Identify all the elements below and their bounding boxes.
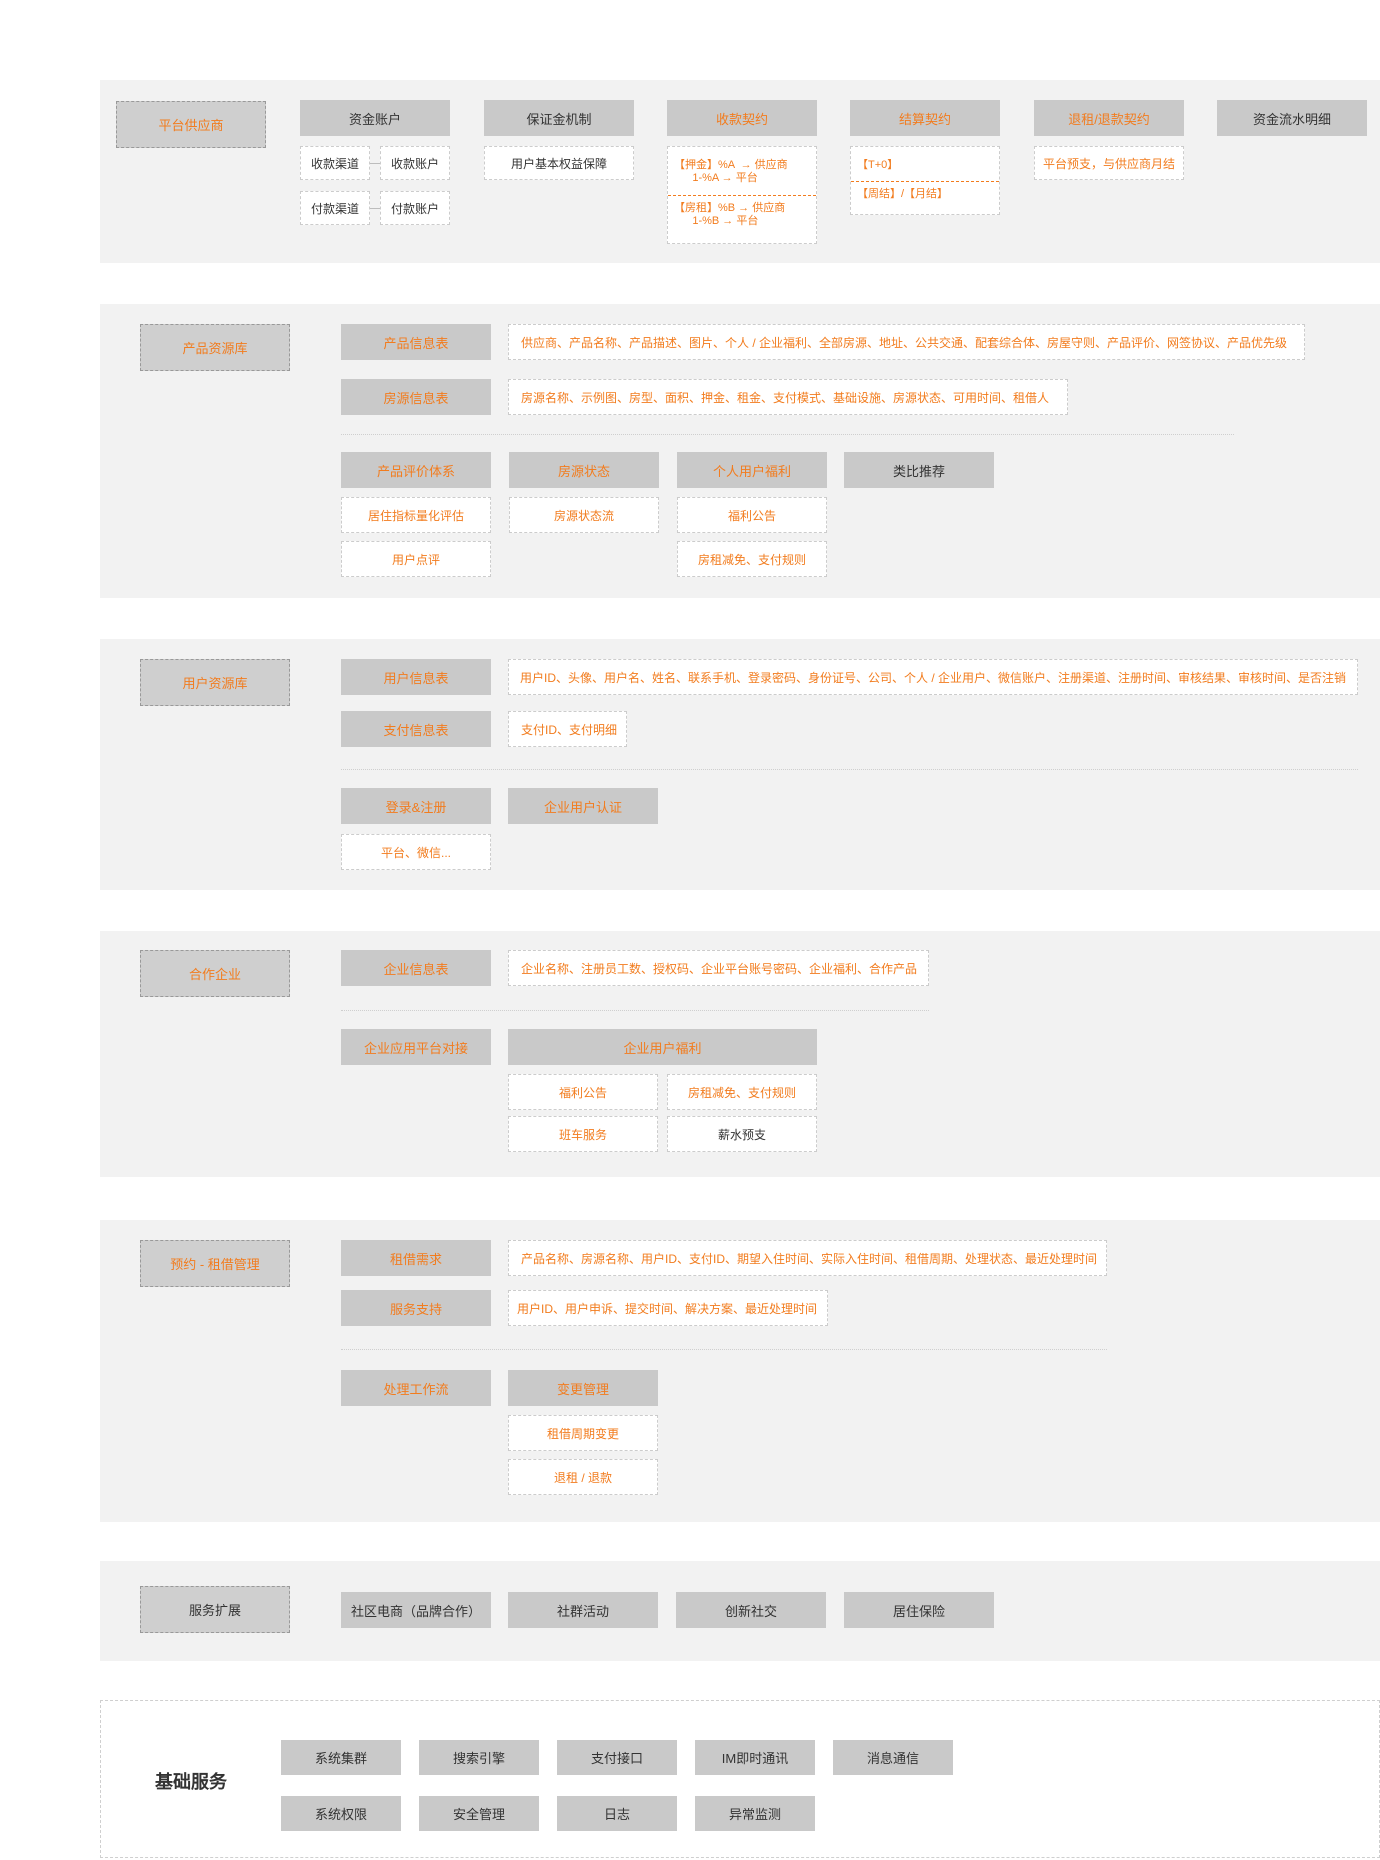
platform-supplier-label: 平台供应商 (116, 101, 266, 148)
user-info-fields: 用户ID、头像、用户名、姓名、联系手机、登录密码、身份证号、公司、个人 / 企业… (508, 659, 1358, 695)
divider (668, 195, 816, 196)
listing-status-module: 房源状态 (509, 452, 659, 488)
listing-info-fields: 房源名称、示例图、房型、面积、押金、租金、支付模式、基础设施、房源状态、可用时间… (508, 379, 1068, 415)
base-service-payment-api: 支付接口 (557, 1740, 677, 1775)
settlement-contract-detail: 【T+0】 【周结】/【月结】 (850, 146, 1000, 215)
user-review: 用户点评 (341, 541, 491, 577)
rental-period-change: 租借周期变更 (508, 1415, 658, 1451)
service-support-table: 服务支持 (341, 1290, 491, 1326)
enterprise-welfare-notice: 福利公告 (508, 1074, 658, 1110)
listing-status-flow: 房源状态流 (509, 497, 659, 533)
collection-contract-header: 收款契约 (667, 100, 817, 136)
base-service-search: 搜索引擎 (419, 1740, 539, 1775)
settlement-contract-header: 结算契约 (850, 100, 1000, 136)
settle-periodic: 【周结】/【月结】 (857, 188, 949, 200)
product-library-label: 产品资源库 (140, 324, 290, 371)
base-service-im: IM即时通讯 (695, 1740, 815, 1775)
connector-line (370, 208, 380, 209)
settle-t0: 【T+0】 (857, 159, 899, 171)
receive-account: 收款账户 (380, 146, 450, 180)
rent-reduction-rules: 房租减免、支付规则 (677, 541, 827, 577)
receive-channel: 收款渠道 (300, 146, 370, 180)
base-service-permissions: 系统权限 (281, 1796, 401, 1831)
salary-advance: 薪水预支 (667, 1116, 817, 1152)
user-info-table: 用户信息表 (341, 659, 491, 695)
refund-detail: 平台预支，与供应商月结 (1034, 146, 1184, 180)
workflow-module: 处理工作流 (341, 1370, 491, 1406)
listing-info-table: 房源信息表 (341, 379, 491, 415)
connector-line (370, 163, 380, 164)
product-eval-module: 产品评价体系 (341, 452, 491, 488)
base-services-title: 基础服务 (155, 1772, 227, 1792)
section-divider (341, 434, 1234, 435)
section-divider (341, 769, 1358, 770)
shuttle-service: 班车服务 (508, 1116, 658, 1152)
login-channels: 平台、微信... (341, 834, 491, 870)
change-management-module: 变更管理 (508, 1370, 658, 1406)
enterprise-platform-integration: 企业应用平台对接 (341, 1029, 491, 1065)
base-service-monitoring: 异常监测 (695, 1796, 815, 1831)
base-service-cluster: 系统集群 (281, 1740, 401, 1775)
payment-info-table: 支付信息表 (341, 711, 491, 747)
enterprise-welfare-module: 企业用户福利 (508, 1029, 817, 1065)
login-register-module: 登录&注册 (341, 788, 491, 824)
refund-contract-header: 退租/退款契约 (1034, 100, 1184, 136)
enterprise-info-fields: 企业名称、注册员工数、授权码、企业平台账号密码、企业福利、合作产品 (508, 950, 929, 986)
community-ecommerce: 社区电商（品牌合作） (341, 1592, 491, 1628)
fund-flow-header: 资金流水明细 (1217, 100, 1367, 136)
welfare-notice: 福利公告 (677, 497, 827, 533)
product-info-table: 产品信息表 (341, 324, 491, 360)
community-activities: 社群活动 (508, 1592, 658, 1628)
user-library-label: 用户资源库 (140, 659, 290, 706)
base-service-messaging: 消息通信 (833, 1740, 953, 1775)
base-services-panel (100, 1700, 1380, 1858)
collection-contract-detail: 【押金】%A → 供应商 1-%A → 平台 【房租】%B → 供应商 1-%B… (667, 146, 817, 244)
checkout-refund: 退租 / 退款 (508, 1459, 658, 1495)
payment-info-fields: 支付ID、支付明细 (508, 711, 627, 747)
product-info-fields: 供应商、产品名称、产品描述、图片、个人 / 企业福利、全部房源、地址、公共交通、… (508, 324, 1305, 360)
funds-account-header: 资金账户 (300, 100, 450, 136)
rental-demand-table: 租借需求 (341, 1240, 491, 1276)
enterprise-rent-rules: 房租减免、支付规则 (667, 1074, 817, 1110)
base-service-security: 安全管理 (419, 1796, 539, 1831)
rent-split: 【房租】%B → 供应商 1-%B → 平台 (674, 202, 786, 227)
enterprise-info-table: 企业信息表 (341, 950, 491, 986)
pay-channel: 付款渠道 (300, 191, 370, 225)
partner-enterprise-label: 合作企业 (140, 950, 290, 997)
base-service-logs: 日志 (557, 1796, 677, 1831)
living-index-eval: 居住指标量化评估 (341, 497, 491, 533)
section-divider (341, 1010, 929, 1011)
rental-demand-fields: 产品名称、房源名称、用户ID、支付ID、期望入住时间、实际入住时间、租借周期、处… (508, 1240, 1107, 1276)
deposit-mechanism-header: 保证金机制 (484, 100, 634, 136)
booking-management-label: 预约 - 租借管理 (140, 1240, 290, 1287)
innovative-social: 创新社交 (676, 1592, 826, 1628)
personal-welfare-module: 个人用户福利 (677, 452, 827, 488)
service-support-fields: 用户ID、用户申诉、提交时间、解决方案、最近处理时间 (508, 1290, 828, 1326)
pay-account: 付款账户 (380, 191, 450, 225)
service-extension-label: 服务扩展 (140, 1586, 290, 1633)
housing-insurance: 居住保险 (844, 1592, 994, 1628)
similar-recommend-module: 类比推荐 (844, 452, 994, 488)
enterprise-auth-module: 企业用户认证 (508, 788, 658, 824)
deposit-split: 【押金】%A → 供应商 1-%A → 平台 (674, 159, 788, 184)
divider (851, 181, 999, 182)
section-divider (341, 1349, 1107, 1350)
deposit-guarantee: 用户基本权益保障 (484, 146, 634, 180)
